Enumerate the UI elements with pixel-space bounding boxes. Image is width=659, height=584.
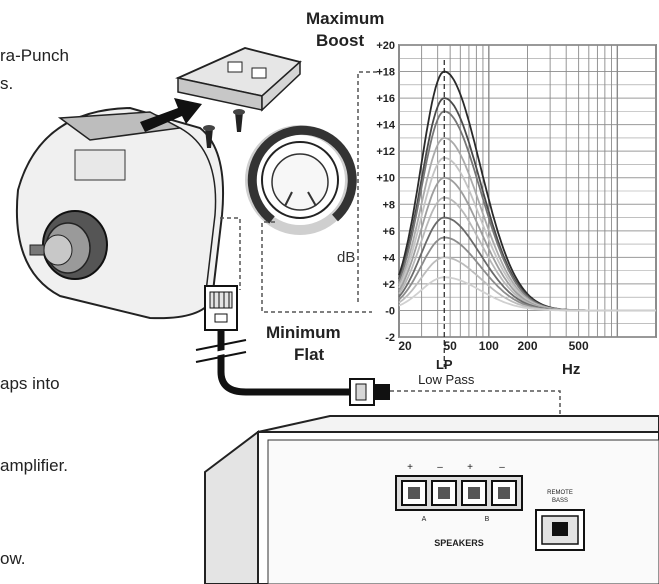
amplifier <box>204 415 659 584</box>
text-fragment-2: s. <box>0 74 14 93</box>
text-fragment-1: ra-Punch <box>0 46 69 65</box>
amp-terminal-sign-1: + <box>407 462 413 473</box>
chart-max-label-2: Boost <box>316 31 365 50</box>
amp-remote-label-1: REMOTE <box>547 490 573 496</box>
chart-lp-label: LP <box>436 357 453 372</box>
chart-max-label-1: Maximum <box>306 9 384 28</box>
chart-y-tick-label: -2 <box>385 332 395 344</box>
chart-y-tick-label: -0 <box>385 305 395 317</box>
chart-x-tick-label: 100 <box>479 339 499 353</box>
text-fragment-5: ow. <box>0 549 26 568</box>
chart-x-tick-label: 20 <box>398 339 412 353</box>
chart-y-tick-label: +20 <box>376 40 395 52</box>
knob-db-label: dB <box>337 249 355 266</box>
chart-y-tick-label: +16 <box>376 93 395 105</box>
chart-x-ticks: 20 50 100 200 500 <box>398 339 589 353</box>
knob-min-label-1: Minimum <box>266 323 341 342</box>
knob-dial-detail <box>245 125 357 235</box>
leader-lines <box>220 71 561 470</box>
mounting-bracket <box>175 47 302 112</box>
cable <box>195 285 390 406</box>
chart-x-tick-label: 50 <box>443 339 457 353</box>
chart-y-tick-label: +2 <box>382 279 395 291</box>
text-fragment-4: amplifier. <box>0 456 69 475</box>
chart-y-tick-label: +18 <box>376 67 395 79</box>
chart-y-tick-label: +6 <box>382 226 395 238</box>
amp-terminal-sign-4: – <box>499 462 505 473</box>
screws <box>203 109 245 148</box>
chart-x-tick-label: 200 <box>517 339 537 353</box>
remote-knob-housing <box>15 106 225 320</box>
chart-y-tick-label: +14 <box>376 120 396 132</box>
amp-speakers-label: SPEAKERS <box>434 538 484 548</box>
chart-x-tick-label: 500 <box>569 339 589 353</box>
chart-y-tick-label: +10 <box>376 173 395 185</box>
mount-arrow <box>140 98 202 132</box>
chart-y-ticks: +20 +18 +16 +14 +12 +10 +8 +6 +4 +2 -0 -2 <box>376 40 396 344</box>
chart-lp-sublabel: Low Pass <box>418 372 475 387</box>
chart-y-tick-label: +12 <box>376 146 395 158</box>
amp-channel-a: A <box>422 516 427 523</box>
knob-min-label-2: Flat <box>294 345 325 364</box>
amp-terminal-sign-2: – <box>437 462 443 473</box>
chart-y-tick-label: +8 <box>382 199 395 211</box>
chart-y-tick-label: +4 <box>382 252 395 264</box>
amp-channel-b: B <box>485 516 490 523</box>
amp-terminal-sign-3: + <box>467 462 473 473</box>
chart-x-axis-label: Hz <box>562 361 580 378</box>
chart-curves <box>398 70 656 312</box>
text-fragment-3: aps into <box>0 374 60 393</box>
chart-series-curve <box>398 276 656 312</box>
amp-remote-label-2: BASS <box>552 498 568 504</box>
